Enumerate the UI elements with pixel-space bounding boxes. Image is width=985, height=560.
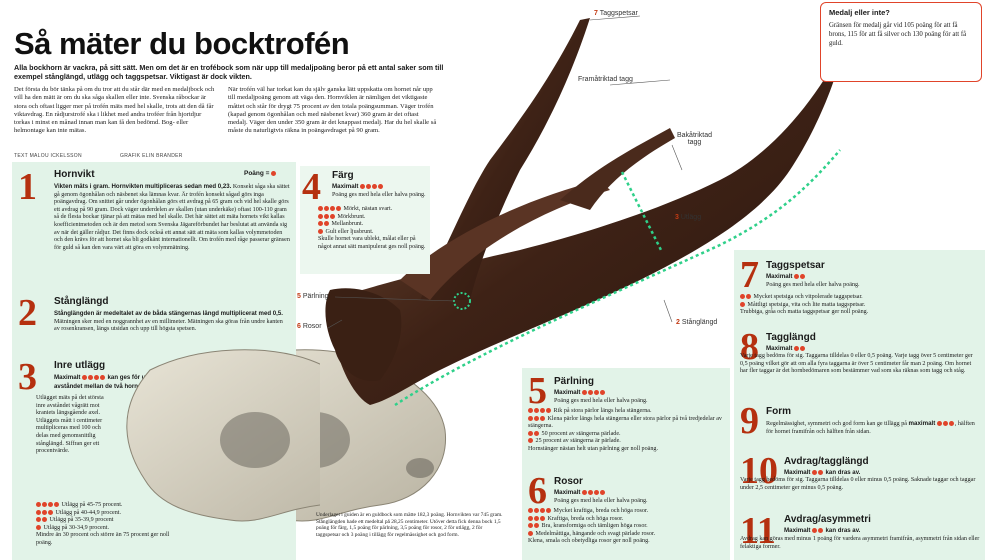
section-2-body: Stånglängden är medeltalet av de båda st…: [54, 310, 283, 333]
page-title: Så mäter du bocktrofén: [14, 26, 350, 61]
antler-forward-tine: [400, 180, 610, 300]
medal-box-title: Medalj eller inte?: [829, 8, 890, 17]
list-item: Mycket kraftiga, breda och höga rosor.: [528, 508, 726, 516]
intro-right: När trofén väl har torkat kan du själv g…: [228, 86, 437, 135]
section-7-title: Taggspetsar: [766, 260, 825, 271]
section-6-title: Rosor: [554, 476, 583, 487]
section-1-number: 1: [18, 166, 37, 208]
antler-upper-tine: [420, 18, 590, 300]
section-1-points: Poäng =: [244, 170, 277, 177]
section-3-footer: Mindre än 30 procent och större än 75 pr…: [36, 532, 170, 546]
list-item: Måttligt spetsiga, vita och lite matta t…: [740, 302, 980, 310]
section-3-number: 3: [18, 356, 37, 398]
list-item: Klena pärlor längs hela stängerna eller …: [528, 415, 722, 430]
section-8-text: Varje tagg bedöms för sig. Taggarna till…: [740, 353, 973, 375]
section-5-max: Maximalt Poäng ges med hela eller halva …: [554, 389, 648, 404]
nasal-hole: [406, 458, 434, 478]
section-4-number: 4: [302, 166, 321, 208]
label-bakatriktad: Bakåtriktad tagg: [676, 132, 713, 146]
section-6-number: 6: [528, 470, 547, 512]
section-8-title: Tagglängd: [766, 332, 816, 343]
section-4-title: Färg: [332, 170, 354, 181]
list-item: Mörkt, nästan svart.: [318, 206, 428, 214]
section-4-list: Mörkt, nästan svart. Mörkbrunt. Mellanbr…: [318, 206, 428, 252]
label-stanglangd: 2 Stånglängd: [676, 319, 718, 326]
section-11-text: Avdrag kan göras med minus 1 poäng för v…: [740, 536, 980, 550]
section-6-footer: Klena, smala och obetydliga rosor ger no…: [528, 538, 650, 545]
list-item: Mycket spetsiga och vitpolerade taggspet…: [740, 294, 980, 302]
label-framatriktad: Framåtriktad tagg: [578, 76, 633, 83]
antler-back-tine: [560, 128, 675, 210]
skull-note: Underlaget i guiden är en guldbock som m…: [316, 512, 503, 538]
list-item: Rik på stora pärlor längs hela stängerna…: [528, 408, 726, 416]
section-2-number: 2: [18, 292, 37, 334]
list-item: Mörkbrunt.: [318, 214, 428, 222]
intro-left: Det första du bör tänka på om du tror at…: [14, 86, 215, 135]
list-item: Utlägg på 40-44,9 procent.: [36, 510, 186, 518]
list-item: Mellanbrunt.: [318, 221, 428, 229]
section-8-max: Maximalt: [766, 345, 981, 354]
section-9-number: 9: [740, 400, 759, 442]
section-4-max: Maximalt Poäng ges med hela eller halva …: [332, 183, 426, 198]
section-11-title: Avdrag/asymmetri: [784, 514, 871, 525]
section-6-max: Maximalt Poäng ges med hela eller halva …: [554, 489, 648, 504]
list-item: 25 procent av stängerna är pärlade.: [528, 438, 726, 446]
section-5-list: Rik på stora pärlor längs hela stängerna…: [528, 408, 726, 454]
list-item: Bra, kransformiga och tämligen höga roso…: [528, 523, 726, 531]
medal-box-text: Gränsen för medalj går vid 105 poäng för…: [829, 22, 967, 47]
section-11-number: 11: [740, 510, 776, 552]
section-7-number: 7: [740, 254, 759, 296]
list-item: Gult eller ljusbrunt.: [318, 229, 428, 237]
label-rosor: 6 Rosor: [297, 323, 322, 330]
list-item: Kraftiga, breda och höga rosor.: [528, 516, 726, 524]
section-4-panel: 4 Färg Maximalt Poäng ges med hela eller…: [300, 166, 430, 274]
section-10-text: Varje tagg bedöms för sig. Taggarna till…: [740, 477, 976, 491]
section-10-max: Maximalt kan dras av.: [784, 469, 861, 476]
list-item: Utlägg på 35-39,9 procent: [36, 517, 186, 525]
section-10-number: 10: [740, 450, 778, 492]
medal-box: Medalj eller inte? Gränsen för medalj gå…: [820, 2, 982, 82]
section-8-number: 8: [740, 326, 759, 368]
credit-graphic: GRAFIK ELIN BRANDER: [120, 153, 183, 159]
measure-stanglangd: [394, 149, 841, 407]
section-3-text: Utlägget mäts på det största inre avstån…: [36, 395, 104, 455]
section-2-title: Stånglängd: [54, 296, 109, 307]
section-3-list: Utlägg på 45-75 procent. Utlägg på 40-44…: [36, 502, 186, 548]
middle-panel: 5 Pärlning Maximalt Poäng ges med hela e…: [522, 368, 730, 560]
section-9-text: Regelmässighet, symmetri och god form ka…: [766, 420, 975, 435]
label-parlning: 5 Pärlning: [297, 293, 329, 300]
list-item: Utlägg på 30-34,9 procent.: [36, 525, 186, 533]
label-taggspetsar: 7 Taggspetsar: [594, 10, 638, 17]
list-item: 50 procent av stängerna pärlade.: [528, 431, 726, 439]
skull-overlay: [126, 349, 320, 522]
right-panel: 7 Taggspetsar Maximalt Poäng ges med hel…: [734, 250, 985, 560]
label-utlagg: 3 Utlägg: [675, 214, 702, 221]
section-11-max: Maximalt kan dras av.: [784, 527, 861, 534]
list-item: Medelmåttiga, hängande och svagt pärlade…: [528, 531, 726, 539]
section-7-footer: Trubbiga, gråa och matta taggspetsar ger…: [740, 309, 869, 316]
section-7-list: Mycket spetsiga och vitpolerade taggspet…: [740, 294, 980, 317]
section-6-list: Mycket kraftiga, breda och höga rosor. K…: [528, 508, 726, 546]
list-item: Utlägg på 45-75 procent.: [36, 502, 186, 510]
antler-beam: [330, 40, 845, 405]
credit-text: TEXT MALOU ICKELSSON: [14, 153, 82, 159]
section-5-title: Pärlning: [554, 376, 595, 387]
section-10-title: Avdrag/tagglängd: [784, 456, 869, 467]
section-3-title: Inre utlägg: [54, 360, 106, 371]
section-9-title: Form: [766, 406, 791, 417]
section-4-footer: Skulle hornet vara ublekt, målat eller p…: [318, 236, 426, 250]
section-5-footer: Hornstänger nästan helt utan pärlning ge…: [528, 445, 658, 452]
lead-paragraph: Alla bockhorn är vackra, på sitt sätt. M…: [14, 63, 444, 81]
section-1-title: Hornvikt: [54, 169, 95, 180]
measure-utlagg: [620, 171, 664, 253]
section-1-body: Vikten mäts i gram. Hornvikten multiplic…: [54, 183, 290, 251]
section-7-max: Maximalt Poäng ges med hela eller halva …: [766, 273, 860, 288]
antler-burr: [325, 288, 402, 381]
section-5-number: 5: [528, 370, 547, 412]
